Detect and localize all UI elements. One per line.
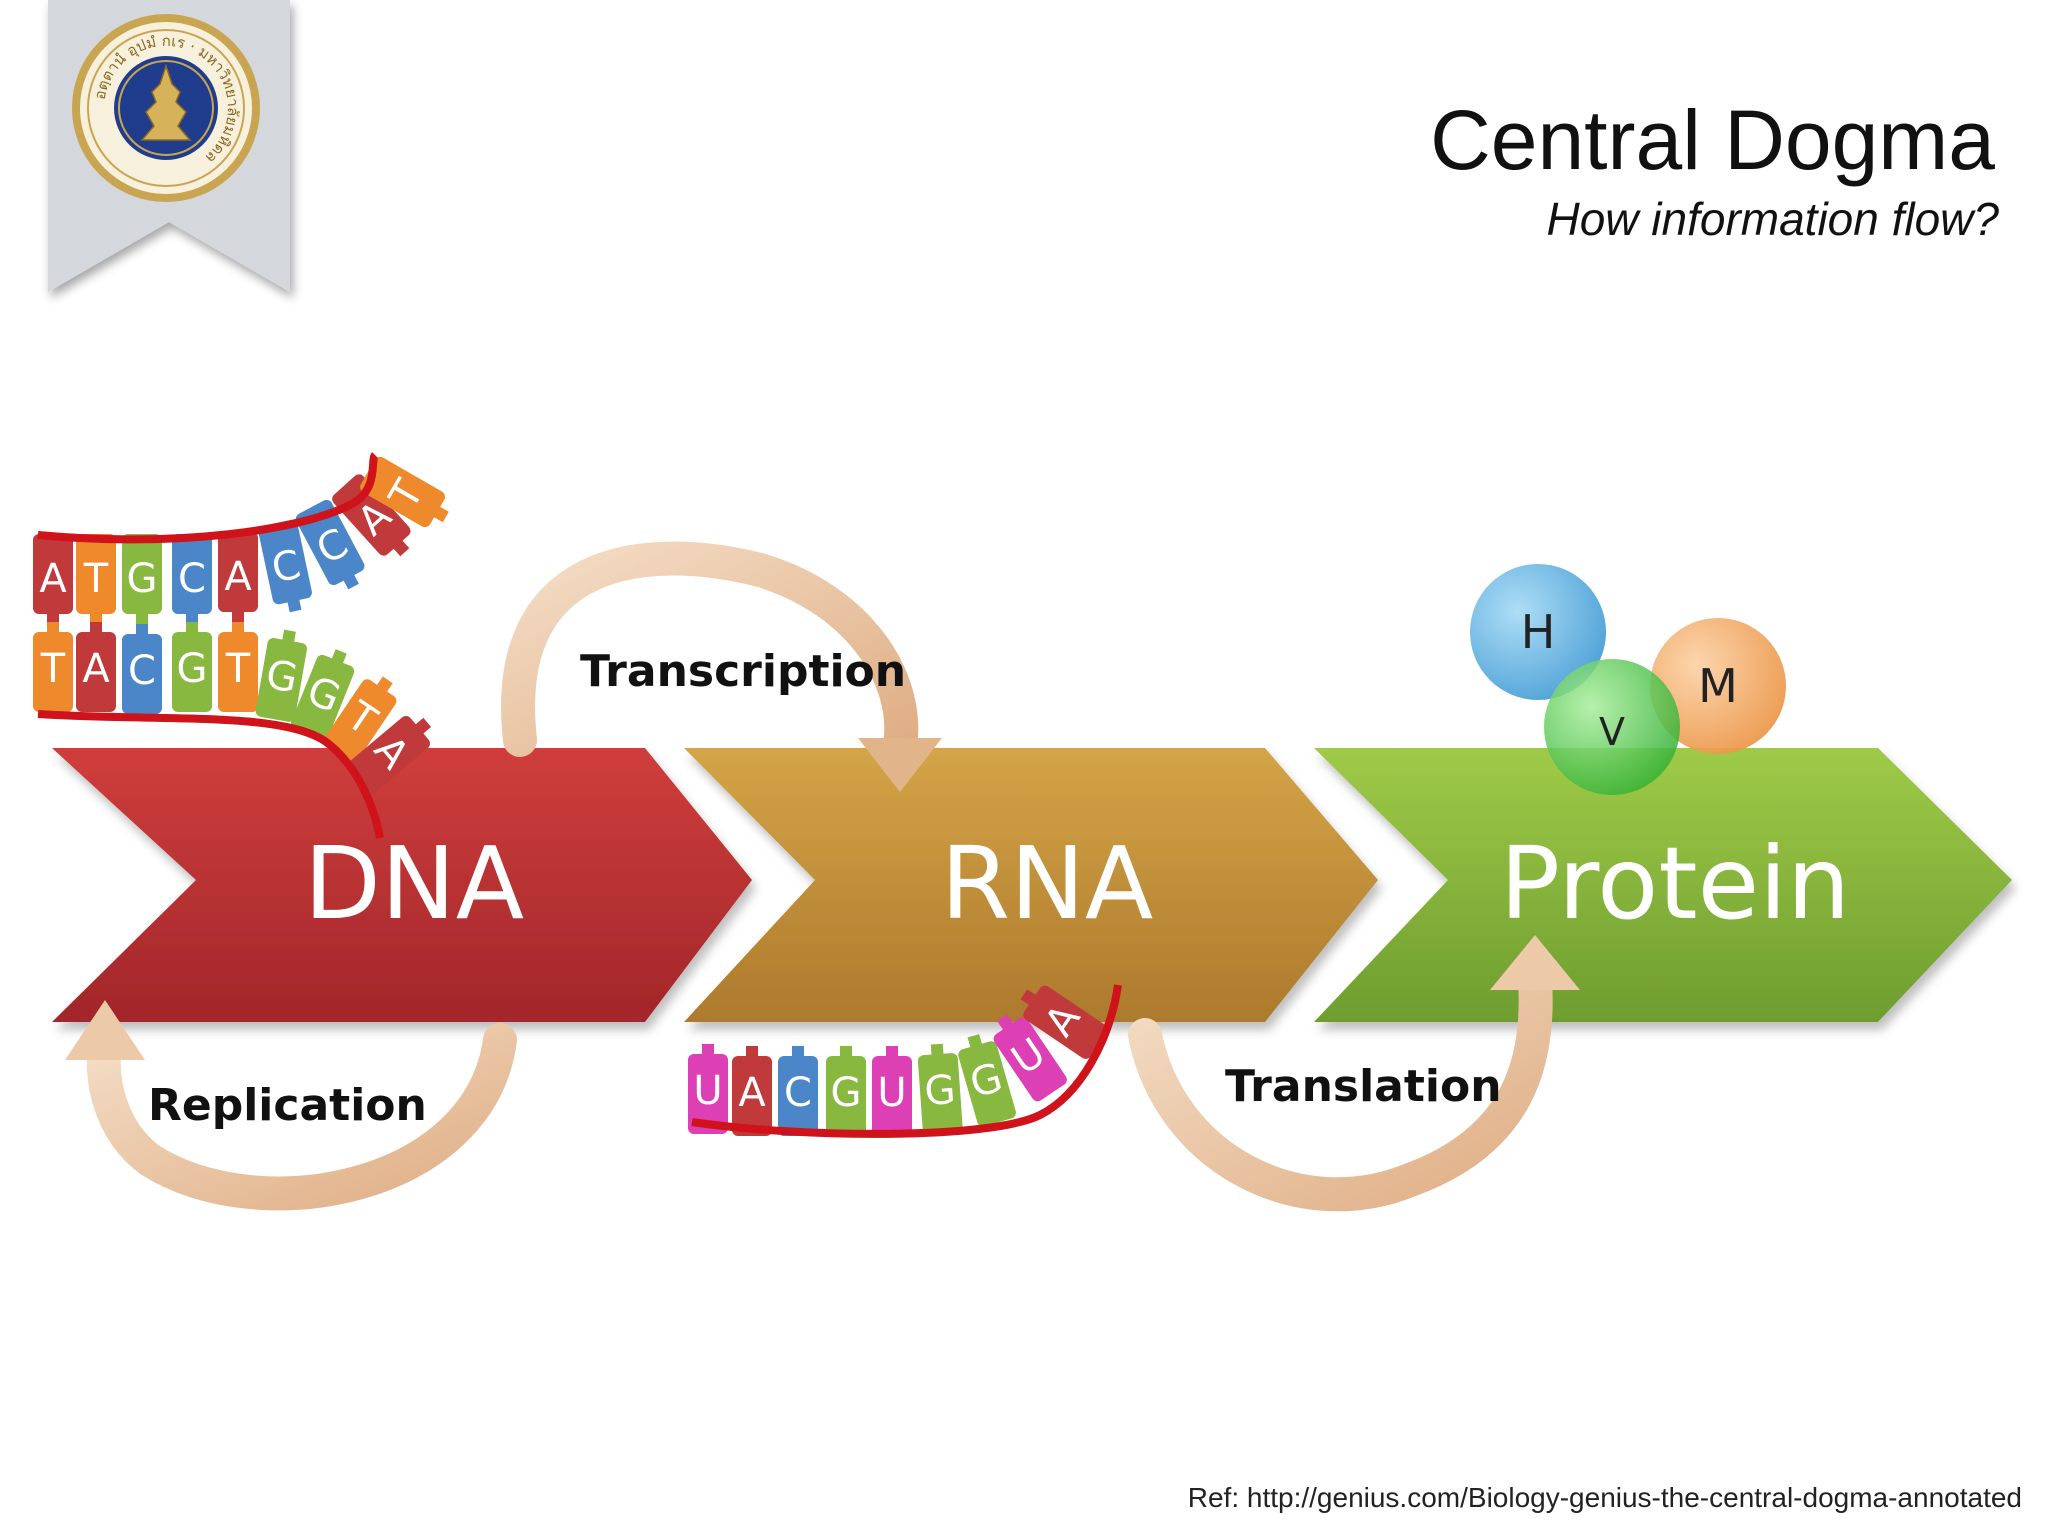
rna-base-2: C xyxy=(778,1046,818,1136)
translation-label: Translation xyxy=(1225,1061,1502,1112)
dna-top-base-1: T xyxy=(76,534,116,624)
amino-acid-m-label: M xyxy=(1698,659,1738,713)
university-seal: อตฺตานํ อุปมํ กเร · มหาวิทยาลัยมหิดล xyxy=(72,14,260,202)
dna-chevron xyxy=(52,748,752,1022)
dna-bottom-base-letter: C xyxy=(128,648,156,694)
protein-label: Protein xyxy=(1500,825,1851,942)
dna-top-base-letter: G xyxy=(127,556,158,602)
replication-arrow xyxy=(86,1023,517,1211)
rna-label: RNA xyxy=(941,825,1154,942)
dna-top-base-letter: T xyxy=(83,556,109,602)
reference-citation: Ref: http://genius.com/Biology-genius-th… xyxy=(1187,1482,2022,1513)
dna-bottom-base-letter: G xyxy=(177,646,208,692)
rna-base-5: G xyxy=(917,1043,963,1135)
dna-bottom-base-0: T xyxy=(33,622,73,712)
dna-bottom-base-letter: A xyxy=(82,646,110,692)
transcription-arrow xyxy=(501,541,919,762)
rna-base-letter: C xyxy=(784,1070,812,1116)
amino-acid-h-label: H xyxy=(1521,605,1556,659)
rna-backbone xyxy=(691,984,1122,1138)
dna-bottom-base-1: A xyxy=(76,622,116,712)
amino-acids: H M V xyxy=(1470,564,1786,795)
dna-bottom-base-letter: T xyxy=(40,646,66,692)
amino-acid-v xyxy=(1544,659,1680,795)
transcription-label: Transcription xyxy=(580,646,906,697)
rna-base-7: U xyxy=(993,1014,1067,1102)
rna-base-letter: G xyxy=(831,1070,862,1116)
replication-arrowhead-icon xyxy=(65,1000,145,1060)
dna-bottom-base-3: G xyxy=(172,622,212,712)
dna-top-base-2: G xyxy=(122,534,162,624)
stage-labels: DNA RNA Protein xyxy=(304,825,1850,942)
dna-top-base-4: A xyxy=(218,532,258,622)
slide-subtitle: How information flow? xyxy=(1546,193,1999,245)
dna-top-base-3: C xyxy=(172,534,212,624)
rna-base-1: A xyxy=(732,1046,772,1136)
dna-top-backbone xyxy=(37,452,379,544)
amino-acid-h xyxy=(1470,564,1606,700)
process-arrows xyxy=(65,541,1580,1212)
rna-chevron xyxy=(684,748,1378,1022)
rna-base-6: G xyxy=(958,1034,1016,1127)
rna-base-letter: G xyxy=(923,1067,957,1115)
rna-base-letter: U xyxy=(877,1070,906,1116)
amino-acid-m xyxy=(1650,618,1786,754)
dna-bottom-base-7: T xyxy=(323,676,397,764)
amino-acid-v-label: V xyxy=(1599,710,1625,754)
stage-chevrons xyxy=(52,748,2012,1022)
translation-arrow xyxy=(1128,963,1553,1212)
dna-bottom-backbone xyxy=(37,710,384,839)
dna-top-base-letter: A xyxy=(224,554,252,600)
rna-base-0: U xyxy=(688,1044,728,1134)
dna-bottom-base-5: G xyxy=(255,629,307,722)
rna-base-letter: U xyxy=(693,1068,722,1114)
translation-arrowhead-icon xyxy=(1490,935,1580,990)
process-labels: Replication Transcription Translation xyxy=(148,646,1502,1131)
rna-base-4: U xyxy=(872,1046,912,1136)
dna-bottom-base-letter: T xyxy=(225,646,251,692)
dna-top-base-5: C xyxy=(258,519,312,613)
dna-bottom-base-4: T xyxy=(218,622,258,712)
dna-top-base-0: A xyxy=(33,534,73,624)
transcription-arrowhead-icon xyxy=(858,738,942,792)
protein-chevron xyxy=(1314,748,2012,1022)
dna-bottom-base-2: C xyxy=(122,624,162,714)
dna-top-base-letter: A xyxy=(39,556,67,602)
dna-label: DNA xyxy=(304,825,524,942)
logo-ribbon: อตฺตานํ อุปมํ กเร · มหาวิทยาลัยมหิดล xyxy=(48,0,290,292)
replication-label: Replication xyxy=(148,1080,427,1131)
rna-base-3: G xyxy=(826,1046,866,1136)
slide-title: Central Dogma xyxy=(1430,93,1995,187)
dna-top-base-letter: C xyxy=(178,556,206,602)
rna-base-letter: A xyxy=(738,1070,766,1116)
